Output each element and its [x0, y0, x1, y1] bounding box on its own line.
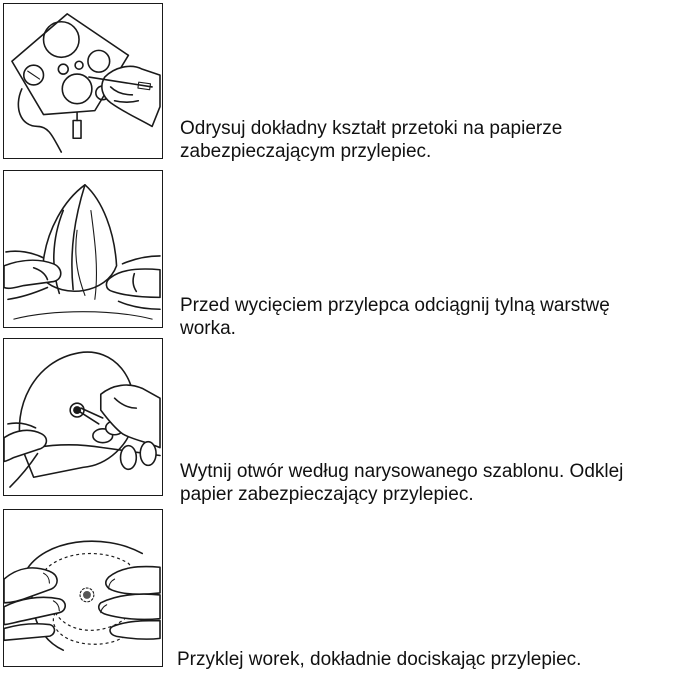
- scissors-cutting-hole-icon: [4, 339, 162, 495]
- step-4-caption: Przyklej worek, dokładnie dociskając prz…: [177, 648, 581, 671]
- step-1-caption: Odrysuj dokładny kształt przetoki na pap…: [180, 117, 562, 163]
- hands-pulling-back-pouch-layer-icon: [4, 171, 162, 327]
- step-3-caption: Wytnij otwór według narysowanego szablon…: [180, 460, 623, 506]
- step-4-caption-line-1: Przyklej worek, dokładnie dociskając prz…: [177, 648, 581, 671]
- step-1-caption-line-1: Odrysuj dokładny kształt przetoki na pap…: [180, 117, 562, 140]
- step-1-illustration: [3, 3, 163, 159]
- hands-pressing-adhesive-icon: [4, 510, 162, 666]
- step-4-illustration: [3, 509, 163, 667]
- step-2-caption-line-2: worka.: [180, 317, 610, 340]
- step-3-caption-line-2: papier zabezpieczający przylepiec.: [180, 483, 623, 506]
- step-3-caption-line-1: Wytnij otwór według narysowanego szablon…: [180, 460, 623, 483]
- step-2-illustration: [3, 170, 163, 328]
- step-3-illustration: [3, 338, 163, 496]
- hand-tracing-stoma-shape-on-template-icon: [4, 4, 162, 158]
- step-1-caption-line-2: zabezpieczającym przylepiec.: [180, 140, 562, 163]
- step-2-caption-line-1: Przed wycięciem przylepca odciągnij tyln…: [180, 294, 610, 317]
- step-2-caption: Przed wycięciem przylepca odciągnij tyln…: [180, 294, 610, 340]
